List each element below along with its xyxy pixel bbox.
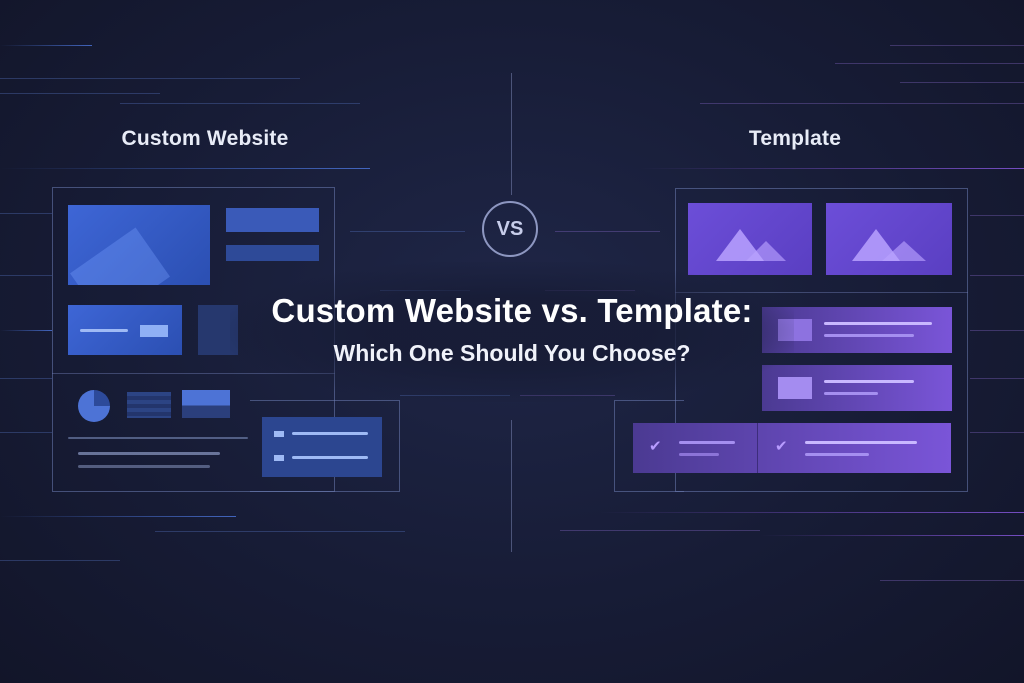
decor-line — [0, 275, 52, 276]
feature-card — [68, 305, 182, 355]
template-image-2 — [826, 203, 952, 275]
decor-line — [880, 580, 1024, 581]
mountain-icon — [852, 229, 926, 261]
decor-line — [835, 63, 1024, 64]
stat-block — [127, 392, 171, 418]
template-checklist: ✔ ✔ — [633, 423, 951, 473]
decor-line — [0, 432, 52, 433]
center-divider-top — [511, 73, 512, 195]
decor-line — [900, 82, 1024, 83]
text-line — [68, 437, 248, 439]
decor-line — [640, 168, 1024, 169]
template-heading: Template — [748, 127, 842, 150]
decor-line — [0, 560, 120, 561]
decor-line — [350, 231, 465, 232]
decor-line — [890, 45, 1024, 46]
decor-line — [0, 45, 92, 46]
decor-line — [0, 516, 236, 517]
decor-line — [970, 275, 1024, 276]
mountain-icon — [716, 229, 786, 261]
title-backdrop — [230, 262, 794, 402]
decor-line — [555, 231, 660, 232]
decor-line — [760, 535, 1024, 536]
text-bar — [226, 245, 319, 261]
vs-badge: VS — [482, 201, 538, 257]
decor-line — [560, 530, 760, 531]
custom-website-heading: Custom Website — [121, 127, 289, 150]
decor-line — [0, 213, 52, 214]
hero-image-block — [68, 205, 210, 285]
mockup-divider — [52, 373, 335, 374]
decor-line — [155, 531, 405, 532]
decor-line — [970, 432, 1024, 433]
center-divider-bottom — [511, 420, 512, 552]
list-card — [262, 417, 382, 477]
decor-line — [0, 78, 300, 79]
decor-line — [970, 215, 1024, 216]
text-line — [78, 452, 220, 455]
page-title: Custom Website vs. Template: — [271, 292, 753, 329]
heading-bar — [226, 208, 319, 232]
pie-chart-icon — [78, 390, 110, 422]
page-subtitle: Which One Should You Choose? — [333, 340, 691, 366]
checkmark-icon: ✔ — [649, 438, 662, 455]
text-line — [78, 465, 210, 468]
decor-line — [0, 378, 52, 379]
stat-block-highlight — [182, 390, 230, 418]
decor-line — [970, 330, 1024, 331]
checkmark-icon: ✔ — [775, 438, 788, 455]
decor-line — [0, 93, 160, 94]
mockup-divider — [675, 292, 968, 293]
decor-line — [0, 168, 370, 169]
decor-line — [970, 378, 1024, 379]
decor-line — [0, 330, 52, 331]
decor-line — [600, 512, 1024, 513]
decor-line — [700, 103, 1024, 104]
decor-line — [120, 103, 360, 104]
